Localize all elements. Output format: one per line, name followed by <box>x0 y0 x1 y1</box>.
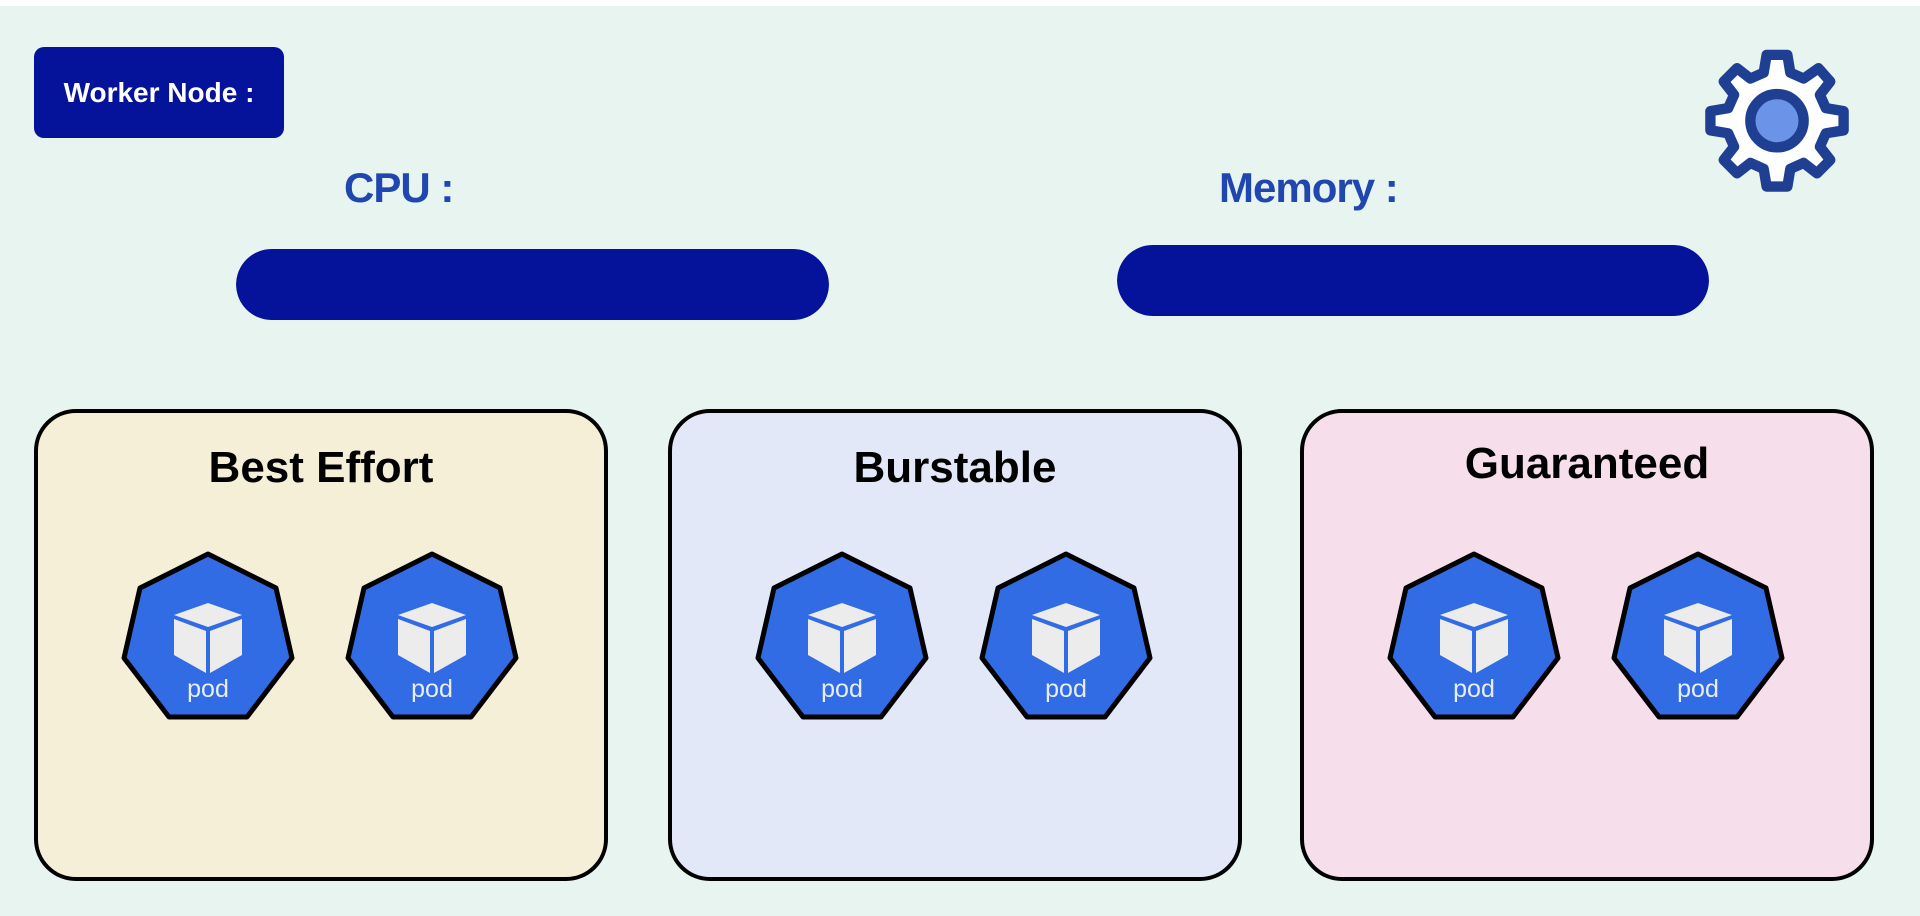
pod: pod <box>344 551 520 723</box>
pod: pod <box>1610 551 1786 723</box>
kubernetes-pod-icon <box>755 551 929 720</box>
pod-label: pod <box>187 675 229 703</box>
kubernetes-pod-icon <box>1611 551 1785 720</box>
memory-label: Memory : <box>1219 164 1399 211</box>
pod-label: pod <box>1453 675 1495 703</box>
kubernetes-pod-icon <box>345 551 519 720</box>
pod: pod <box>754 551 930 723</box>
qos-card-guaranteed: Guaranteed pod pod <box>1300 409 1874 881</box>
cpu-usage-fill <box>236 249 829 320</box>
pod: pod <box>1386 551 1562 723</box>
kubernetes-pod-icon <box>121 551 295 720</box>
pod-label: pod <box>411 675 453 703</box>
kubernetes-pod-icon <box>979 551 1153 720</box>
pod-label: pod <box>1677 675 1719 703</box>
memory-usage-bar <box>1117 245 1709 316</box>
worker-node-label: Worker Node : <box>63 76 255 108</box>
pod-label: pod <box>1045 675 1087 703</box>
gear-icon[interactable] <box>1703 46 1851 194</box>
pod-label: pod <box>821 675 863 703</box>
qos-card-burstable: Burstable pod pod <box>668 409 1242 881</box>
worker-node-badge: Worker Node : <box>34 47 284 138</box>
qos-title: Best Effort <box>208 443 434 492</box>
qos-title: Burstable <box>853 443 1057 492</box>
memory-usage-fill <box>1117 245 1709 316</box>
diagram-canvas: Worker Node : CPU : Memory : Best Effort… <box>0 6 1920 916</box>
qos-card-best-effort: Best Effort pod pod <box>34 409 608 881</box>
pod: pod <box>978 551 1154 723</box>
pod: pod <box>120 551 296 723</box>
cpu-label: CPU : <box>344 164 454 211</box>
kubernetes-pod-icon <box>1387 551 1561 720</box>
cpu-usage-bar <box>236 249 829 320</box>
qos-title: Guaranteed <box>1464 439 1710 488</box>
